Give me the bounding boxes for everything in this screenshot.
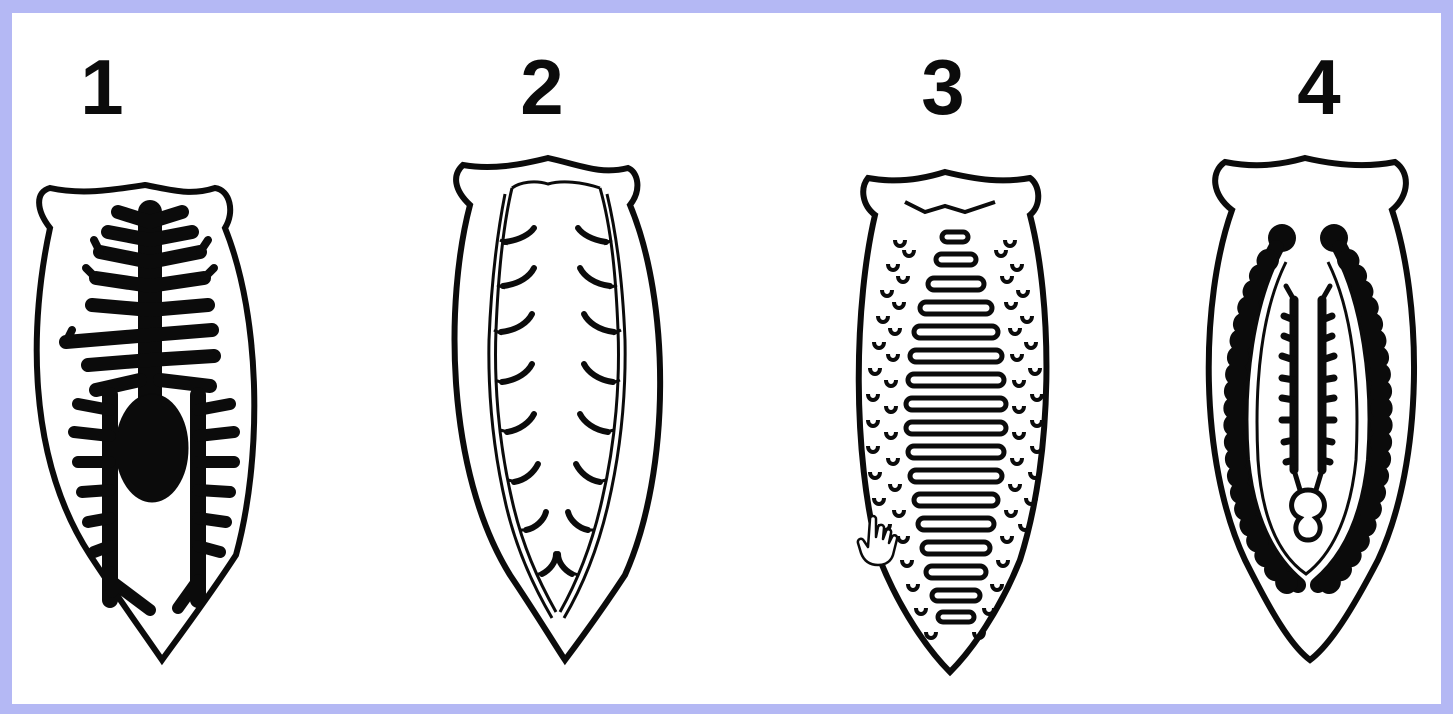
worm-4-internal-system [1209,158,1414,660]
worm-4-pharynx [1292,490,1325,540]
worm-3-transverse-structures [859,172,1047,672]
worm-1-digestive-system [37,185,255,660]
worm-2-outline [455,158,661,660]
worm-2-excretory-system [455,158,661,660]
